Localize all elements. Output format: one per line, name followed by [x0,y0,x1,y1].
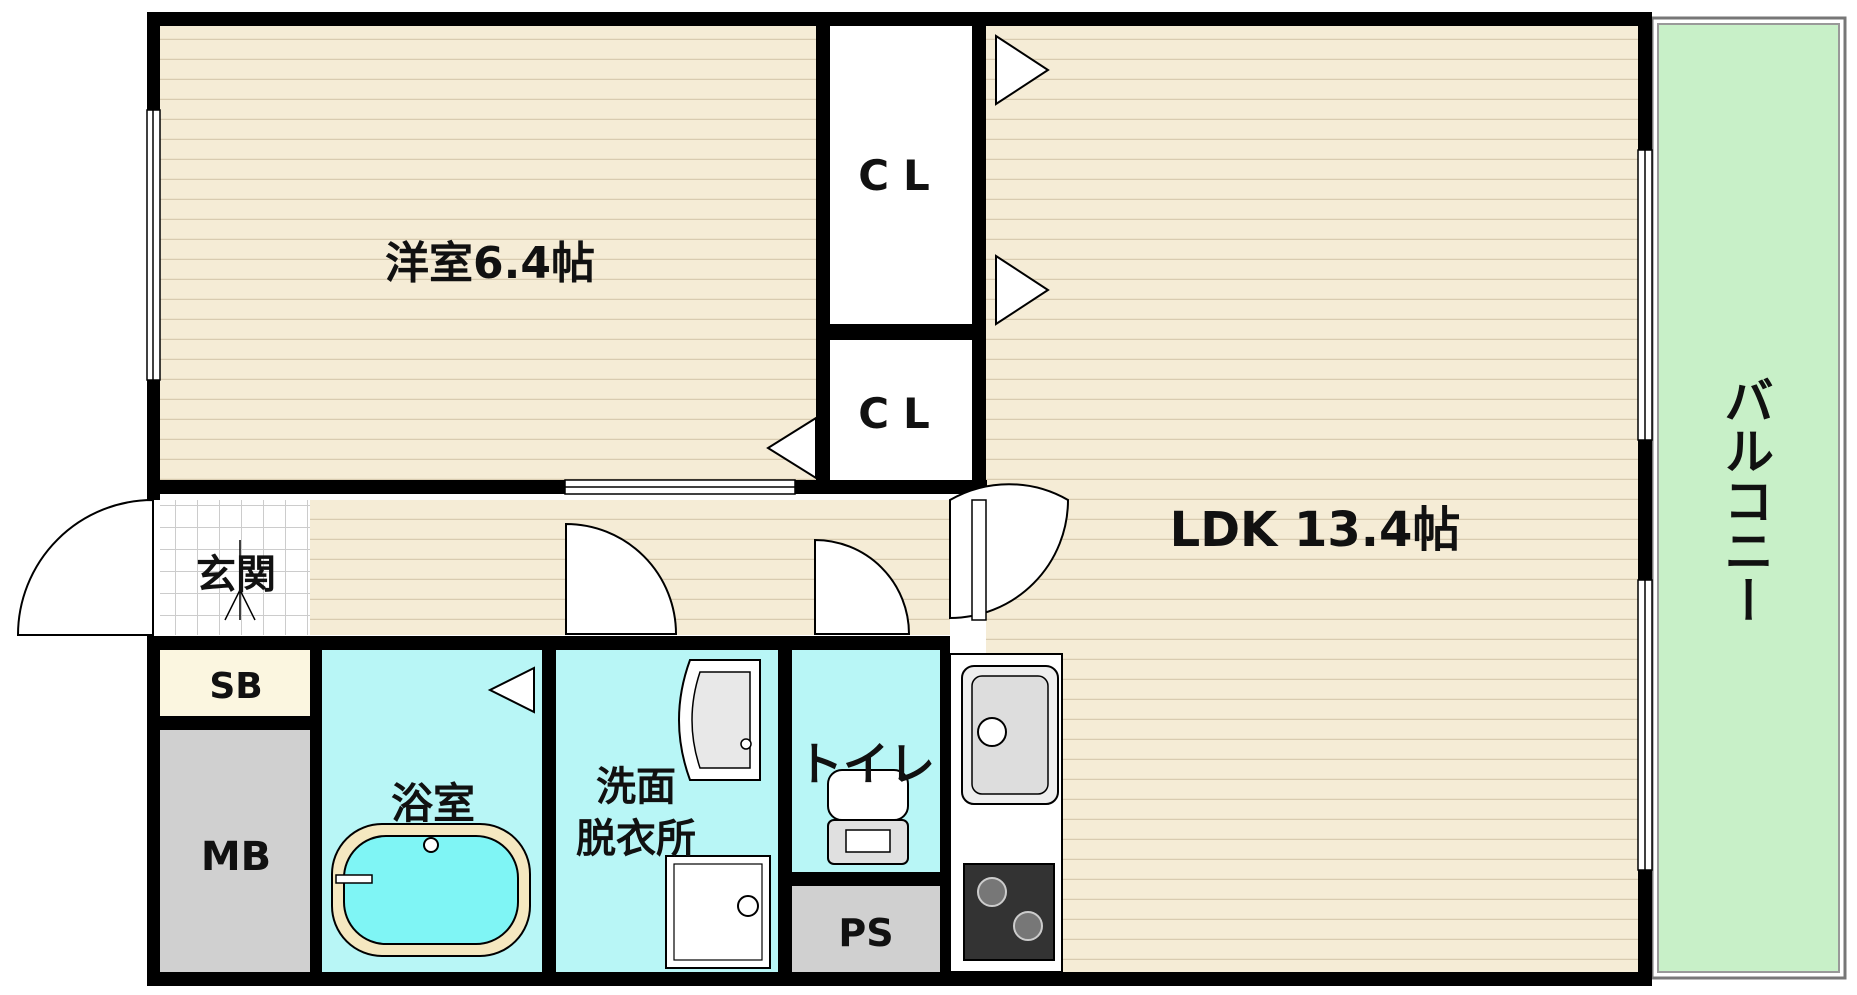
label-shoe-box: SB [209,666,262,707]
pipe-space-area [792,886,940,972]
closet-lower [830,340,972,480]
shoe-box-area [160,650,310,716]
western-room-floor [160,26,816,486]
label-closet-upper: CL [858,151,944,200]
bath-door [487,666,535,714]
entrance-step [224,540,256,621]
closet-door-upper-2 [995,254,1050,326]
room-labels: 洋室6.4帖 CL CL LDK 13.4帖 バルコニー 玄関 SB MB 浴室… [196,151,1774,955]
label-entrance: 玄関 [196,552,276,598]
ldk-floor [986,26,1638,972]
toilet-door-swing [814,538,911,635]
closet-door-upper-1 [995,34,1050,106]
label-bathroom: 浴室 [391,779,475,828]
closet-upper [830,26,972,324]
label-ldk: LDK 13.4帖 [1170,502,1461,558]
balcony [1650,16,1847,980]
kitchen-counter [949,653,1063,973]
label-meter-box: MB [201,834,271,880]
washbasin [678,659,761,781]
label-western-room: 洋室6.4帖 [385,238,595,289]
front-door-swing [16,498,154,636]
label-closet-lower: CL [858,389,944,438]
bathtub [331,823,531,957]
label-balcony: バルコニー [1716,375,1774,625]
windows [146,109,1653,871]
meter-box-area [160,730,310,972]
label-washroom-line2: 脱衣所 [576,816,696,862]
label-toilet: トイレ [797,737,935,791]
washroom-door-swing [565,522,678,635]
washing-machine-pan [665,855,771,969]
entrance-floor [160,500,310,635]
label-washroom-line1: 洗面 [596,764,676,810]
label-pipe-space: PS [838,911,893,955]
toilet-bowl [827,769,909,865]
stove [963,863,1055,961]
closet-door-lower [766,416,817,480]
